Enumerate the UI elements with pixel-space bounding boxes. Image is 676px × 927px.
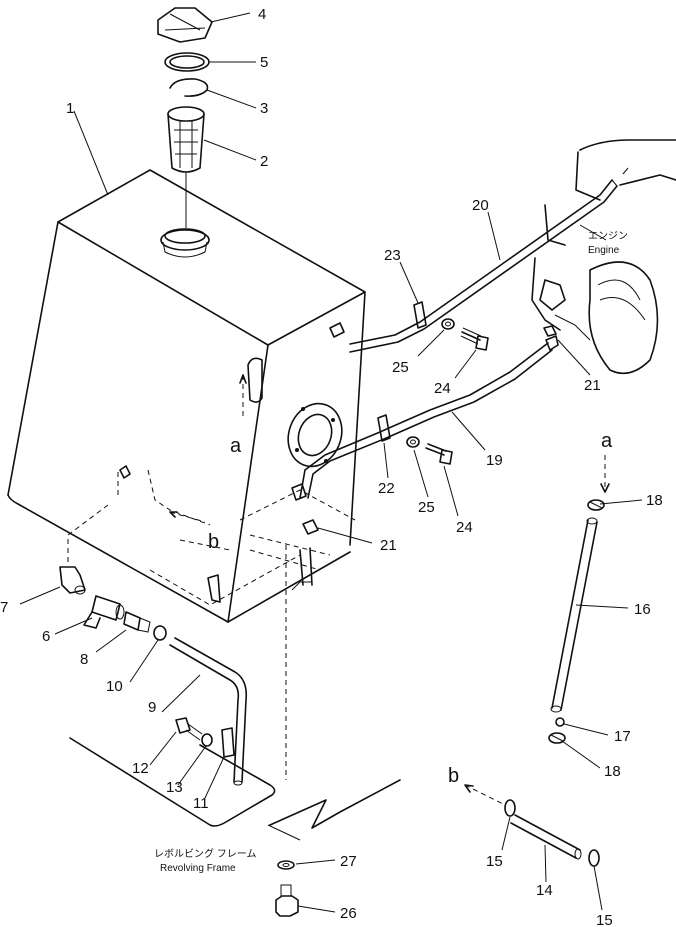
frame-label-jp: レボルビング フレーム <box>154 847 256 860</box>
reference-letters: a a b b <box>208 430 613 787</box>
callout-4: 4 <box>258 6 266 23</box>
gasket <box>164 52 210 72</box>
clip-21-upper <box>543 325 557 337</box>
bolt-26 <box>275 884 299 917</box>
strainer <box>167 106 205 173</box>
callout-13: 13 <box>166 779 183 796</box>
clip-21-lower <box>302 519 319 535</box>
clip-18-bottom <box>548 732 566 744</box>
callout-21-upper: 21 <box>584 377 601 394</box>
callout-20: 20 <box>472 197 489 214</box>
snap-ring <box>169 78 209 97</box>
hydraulic-tank <box>7 169 366 623</box>
pipe-19 <box>291 335 559 501</box>
callout-15-right: 15 <box>596 912 613 927</box>
callout-2: 2 <box>260 153 268 170</box>
callout-8: 8 <box>80 651 88 668</box>
ref-b-hose: b <box>448 765 459 787</box>
callout-25-upper: 25 <box>392 359 409 376</box>
callout-1: 1 <box>66 100 74 117</box>
ref-a-tank: a <box>230 435 242 457</box>
callout-25-lower: 25 <box>418 499 435 516</box>
clip-10 <box>153 625 167 641</box>
clip-18-top <box>587 499 605 511</box>
leader-lines <box>19 12 643 913</box>
callout-17: 17 <box>614 728 631 745</box>
engine-label-en: Engine <box>588 245 620 256</box>
pipe-20 <box>349 167 629 353</box>
washer-27 <box>277 860 295 870</box>
adapter-8 <box>123 611 151 633</box>
callout-19: 19 <box>486 452 503 469</box>
callout-7: 7 <box>0 599 8 616</box>
callout-18-top: 18 <box>646 492 663 509</box>
callout-18-bottom: 18 <box>604 763 621 780</box>
engine-outline <box>531 139 676 375</box>
bolt-24-lower <box>425 443 453 465</box>
clip-15-left <box>504 799 516 817</box>
cap <box>157 7 213 43</box>
pipe-stub <box>291 547 313 591</box>
text-labels: エンジン Engine レボルビング フレーム Revolving Frame <box>154 231 628 874</box>
washer-13 <box>201 733 213 747</box>
engine-label-jp: エンジン <box>588 231 628 242</box>
callout-24-lower: 24 <box>456 519 473 536</box>
frame-label-en: Revolving Frame <box>160 863 236 874</box>
callout-14: 14 <box>536 882 553 899</box>
callout-16: 16 <box>634 601 651 618</box>
clamp-22 <box>377 414 391 442</box>
washer-25-upper <box>441 318 455 330</box>
callout-27: 27 <box>340 853 357 870</box>
ref-arrows <box>169 374 610 806</box>
callout-numbers: 4 5 3 2 1 20 23 25 24 21 19 22 25 24 21 … <box>0 6 663 927</box>
callout-21-lower: 21 <box>380 537 397 554</box>
hose-9 <box>169 637 248 786</box>
valve-6 <box>83 595 125 629</box>
hose-16 <box>550 517 598 713</box>
bolt-12 <box>175 717 203 741</box>
filler-neck <box>160 228 210 258</box>
bolt-24-upper <box>460 327 489 351</box>
callout-3: 3 <box>260 100 268 117</box>
callout-26: 26 <box>340 905 357 922</box>
clamp-23 <box>413 301 427 329</box>
ref-a-hose: a <box>601 430 613 452</box>
callout-11: 11 <box>193 795 209 812</box>
revolving-frame <box>69 737 401 841</box>
tank-flange <box>287 402 343 468</box>
callout-15-left: 15 <box>486 853 503 870</box>
callout-5: 5 <box>260 54 268 71</box>
callout-10: 10 <box>106 678 123 695</box>
oring-17 <box>555 717 565 727</box>
callout-24-upper: 24 <box>434 380 451 397</box>
clip-15-right <box>588 849 600 867</box>
callout-23: 23 <box>384 247 401 264</box>
hidden-lines <box>67 465 356 780</box>
washer-25-lower <box>406 436 420 448</box>
hose-14 <box>510 814 582 860</box>
callout-9: 9 <box>148 699 156 716</box>
elbow-7 <box>59 566 86 595</box>
ref-b-tank: b <box>208 531 219 553</box>
callout-12: 12 <box>132 760 149 777</box>
callout-6: 6 <box>42 628 50 645</box>
clamp-11 <box>221 727 235 758</box>
callout-22: 22 <box>378 480 395 497</box>
